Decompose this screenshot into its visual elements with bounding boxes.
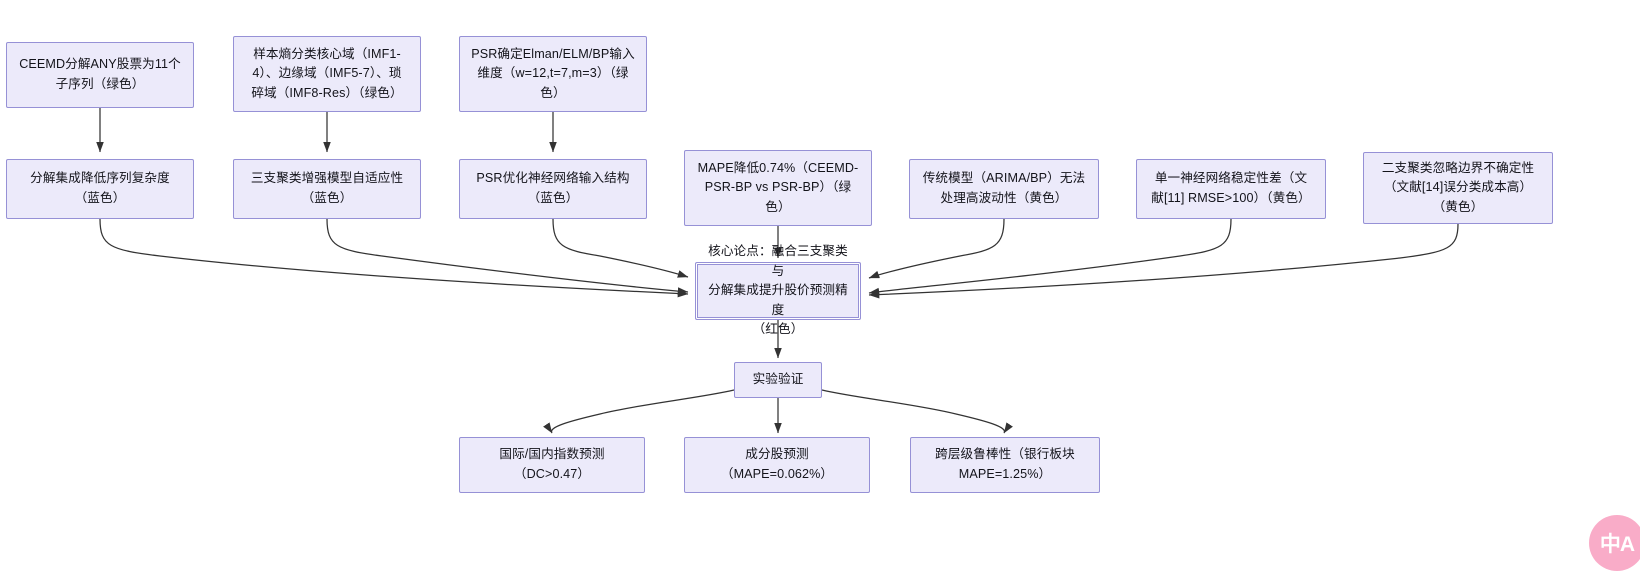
edge-n5-core	[326, 218, 689, 295]
node-index-forecast-result[interactable]: 国际/国内指数预测 （DC>0.47）	[459, 437, 645, 493]
edge-n12-n15	[821, 389, 1013, 434]
node-label: CEEMD分解ANY股票为11个 子序列（绿色）	[19, 57, 181, 91]
node-label: 国际/国内指数预测 （DC>0.47）	[499, 447, 605, 481]
node-single-network-instability-gap[interactable]: 单一神经网络稳定性差（文 献[11] RMSE>100）（黄色）	[1136, 159, 1326, 219]
node-label: 二支聚类忽略边界不确定性 （文献[14]误分类成本高） （黄色）	[1381, 160, 1535, 214]
node-two-way-clustering-gap[interactable]: 二支聚类忽略边界不确定性 （文献[14]误分类成本高） （黄色）	[1363, 152, 1553, 224]
node-core-claim[interactable]: 核心论点：融合三支聚类与 分解集成提升股价预测精度 （红色）	[695, 244, 861, 336]
watermark-badge: 中A	[1589, 515, 1640, 571]
edge-n12-n13	[543, 389, 735, 434]
edge-n8-core	[868, 218, 1005, 279]
node-label: 单一神经网络稳定性差（文 献[11] RMSE>100）（黄色）	[1151, 171, 1311, 205]
node-label: 跨层级鲁棒性（银行板块 MAPE=1.25%）	[935, 447, 1075, 481]
node-psr-input-dimension[interactable]: PSR确定Elman/ELM/BP输入 维度（w=12,t=7,m=3）（绿 色…	[459, 36, 647, 112]
node-traditional-model-gap[interactable]: 传统模型（ARIMA/BP）无法 处理高波动性（黄色）	[909, 159, 1099, 219]
node-label: 传统模型（ARIMA/BP）无法 处理高波动性（黄色）	[922, 171, 1086, 205]
edge-n9-core	[868, 218, 1232, 296]
node-decomposition-reduces-complexity[interactable]: 分解集成降低序列复杂度 （蓝色）	[6, 159, 194, 219]
node-sample-entropy-domains[interactable]: 样本熵分类核心域（IMF1- 4）、边缘域（IMF5-7）、琐 碎域（IMF8-…	[233, 36, 421, 112]
node-three-way-clustering-adaptivity[interactable]: 三支聚类增强模型自适应性 （蓝色）	[233, 159, 421, 219]
node-label: 核心论点：融合三支聚类与 分解集成提升股价预测精度 （红色）	[708, 244, 848, 337]
node-label: 三支聚类增强模型自适应性 （蓝色）	[250, 171, 404, 205]
edge-n4-core	[99, 218, 689, 298]
node-label: MAPE降低0.74%（CEEMD- PSR-BP vs PSR-BP）（绿 色…	[697, 160, 859, 214]
node-ceemd-decompose[interactable]: CEEMD分解ANY股票为11个 子序列（绿色）	[6, 42, 194, 108]
node-constituent-stock-result[interactable]: 成分股预测 （MAPE=0.062%）	[684, 437, 870, 493]
node-label: 成分股预测 （MAPE=0.062%）	[720, 447, 834, 481]
node-label: 分解集成降低序列复杂度 （蓝色）	[30, 171, 170, 205]
edge-n10-core	[868, 223, 1459, 299]
edge-n6-core	[552, 218, 689, 278]
node-cross-level-robustness-result[interactable]: 跨层级鲁棒性（银行板块 MAPE=1.25%）	[910, 437, 1100, 493]
node-mape-improvement[interactable]: MAPE降低0.74%（CEEMD- PSR-BP vs PSR-BP）（绿 色…	[684, 150, 872, 226]
node-label: PSR确定Elman/ELM/BP输入 维度（w=12,t=7,m=3）（绿 色…	[471, 46, 635, 100]
node-experimental-validation[interactable]: 实验验证	[734, 362, 822, 398]
node-label: PSR优化神经网络输入结构 （蓝色）	[476, 171, 630, 205]
node-label: 实验验证	[752, 372, 804, 387]
node-psr-optimizes-network-input[interactable]: PSR优化神经网络输入结构 （蓝色）	[459, 159, 647, 219]
node-label: 样本熵分类核心域（IMF1- 4）、边缘域（IMF5-7）、琐 碎域（IMF8-…	[251, 46, 403, 100]
watermark-label: 中A	[1599, 533, 1635, 556]
